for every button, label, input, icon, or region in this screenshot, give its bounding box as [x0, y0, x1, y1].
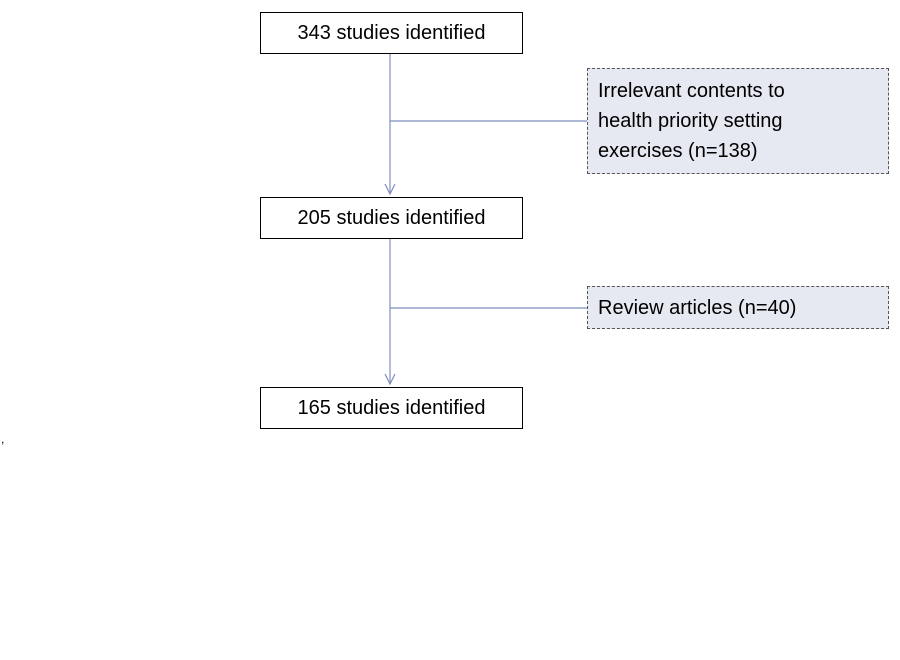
arrowhead-2 [384, 373, 396, 386]
stage-box-3: 165 studies identified [260, 387, 523, 429]
stage-label-3: 165 studies identified [297, 396, 486, 419]
stray-mark: , [1, 432, 5, 446]
exclusion-1-line-2: health priority setting [598, 110, 783, 132]
exclusion-1-line-3: exercises (n=138) [598, 140, 758, 162]
arrowhead-1 [384, 183, 396, 196]
exclusion-box-2: Review articles (n=40) [587, 286, 889, 329]
stage-box-2: 205 studies identified [260, 197, 523, 239]
exclusion-2-line-1: Review articles (n=40) [598, 296, 797, 319]
stage-label-2: 205 studies identified [297, 206, 486, 229]
stage-box-1: 343 studies identified [260, 12, 523, 54]
exclusion-box-1: Irrelevant contents to health priority s… [587, 68, 889, 174]
stage-label-1: 343 studies identified [297, 21, 486, 44]
exclusion-1-line-1: Irrelevant contents to [598, 80, 785, 102]
